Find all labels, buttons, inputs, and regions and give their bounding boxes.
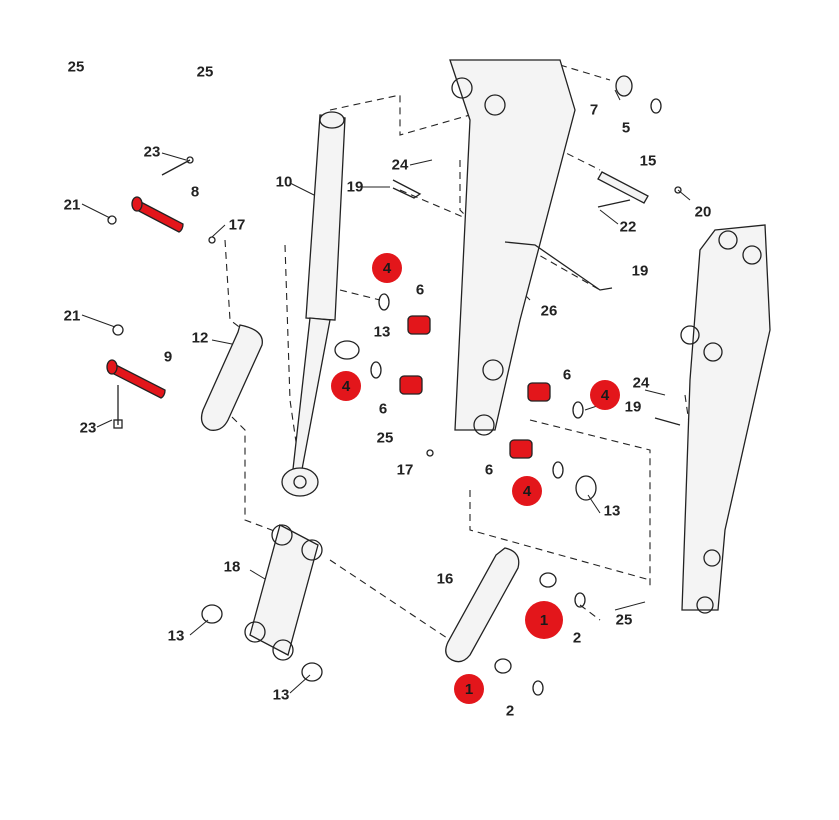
pin-8 [131,196,184,233]
clip-19-a [392,179,422,199]
bushing-6-c [527,382,551,402]
leader-lines [81,89,691,694]
callout-label: 13 [603,502,621,520]
callout-label: 6 [415,281,425,299]
callout-label: 10 [275,173,293,191]
clip-19-c [654,417,681,426]
callout-label: 16 [436,570,454,588]
callout-label: 17 [396,461,414,479]
callout-label: 13 [373,323,391,341]
callout-label: 21 [63,196,81,214]
bushing-6-d [509,439,533,459]
callout-label: 23 [79,419,97,437]
bushing-6-b [399,375,423,395]
callout-label: 8 [190,183,200,201]
nut-20 [674,186,682,194]
callout-label: 17 [228,216,246,234]
highlight-badge: 4 [512,476,542,506]
highlight-badge: 4 [331,371,361,401]
callout-label: 18 [223,558,241,576]
callout-label: 15 [639,152,657,170]
callout-label: 13 [167,627,185,645]
callout-label: 21 [63,307,81,325]
nut-17-top [208,236,216,244]
seal-rings [201,293,597,696]
link-plate-12 [200,324,263,431]
highlight-badge: 4 [590,380,620,410]
hydraulic-cylinder-10 [281,111,346,497]
callout-label: 20 [694,203,712,221]
callout-label: 23 [143,143,161,161]
arm-26 [449,59,576,436]
callout-label: 6 [378,400,388,418]
callout-label: 19 [631,262,649,280]
callout-label: 2 [505,702,515,720]
callout-label: 6 [562,366,572,384]
pin-15 [597,171,649,204]
boom [680,224,771,614]
nut-17-bottom [426,449,434,457]
clip-19-b [504,241,613,291]
callout-label: 13 [272,686,290,704]
callout-label: 5 [621,119,631,137]
callout-label: 19 [346,178,364,196]
highlight-badge: 1 [454,674,484,704]
callout-label: 25 [615,611,633,629]
bolt-23-bottom [113,385,123,429]
callout-label: 22 [619,218,637,236]
callout-label: 25 [376,429,394,447]
bushing-7 [615,75,633,97]
highlight-badge: 4 [372,253,402,283]
callout-label: 24 [391,156,409,174]
bolt-22 [597,199,631,208]
header-number: 25 [67,58,85,76]
callout-label: 24 [632,374,650,392]
pin-9 [106,359,166,399]
nut-21-bottom [112,324,124,336]
ring-5 [650,98,662,114]
bushing-6-a [407,315,431,335]
callout-label: 12 [191,329,209,347]
callout-label: 7 [589,101,599,119]
callout-label: 2 [572,629,582,647]
nut-21-top [107,215,117,225]
link-plate-16 [445,547,520,663]
callout-label: 19 [624,398,642,416]
callout-label: 26 [540,302,558,320]
link-assembly-18 [244,524,323,661]
bolt-23-top [161,156,194,176]
callout-label: 9 [163,348,173,366]
highlight-badge: 1 [525,601,563,639]
header-number: 25 [196,63,214,81]
callout-label: 6 [484,461,494,479]
